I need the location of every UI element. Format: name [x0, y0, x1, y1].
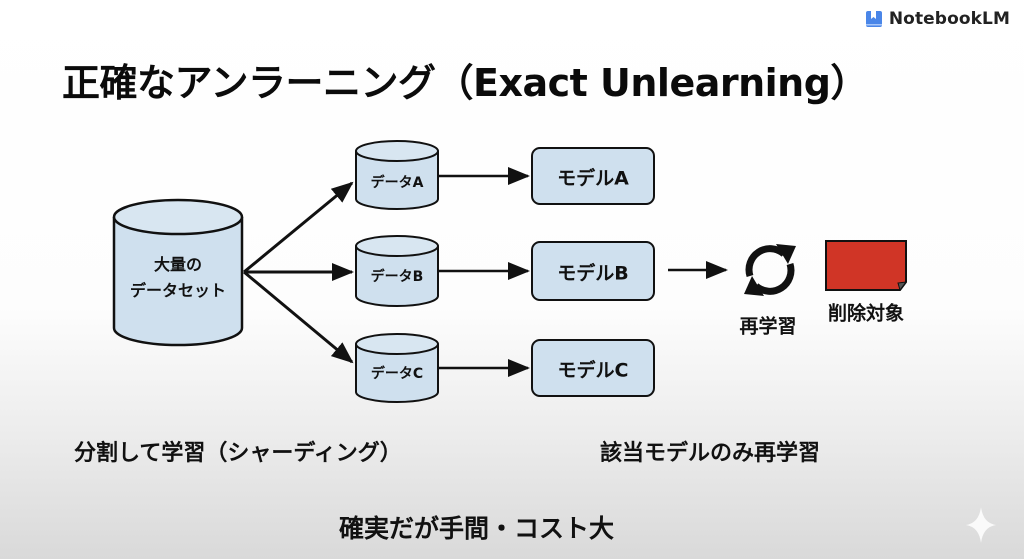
model-label-c: モデルC	[557, 359, 629, 382]
fanout-arrows	[243, 181, 354, 364]
caption-retrain-only: 該当モデルのみ再学習	[600, 441, 821, 466]
notebook-icon	[865, 11, 882, 27]
arrow-to-data-c	[243, 270, 354, 364]
retrain-label: 再学習	[739, 315, 797, 338]
slide-title: 正確なアンラーニング（Exact Unlearning）	[62, 61, 868, 105]
dataset-label-line1: 大量の	[153, 255, 203, 274]
dataset-cylinder	[112, 198, 244, 347]
red-document-icon	[825, 240, 908, 292]
caption-conclusion: 確実だが手間・コスト大	[339, 514, 615, 543]
refresh-icon	[744, 244, 796, 296]
shard-cylinder-c	[355, 333, 439, 403]
caption-sharding: 分割して学習（シャーディング）	[74, 441, 402, 466]
model-box-c	[531, 339, 655, 397]
brand-logo: NotebookLM	[865, 9, 1010, 29]
dataset-label-line2: データセット	[129, 281, 227, 300]
model-box-a	[531, 147, 655, 205]
shard-label-c: データC	[370, 366, 424, 382]
arrow-to-data-a	[243, 181, 354, 274]
shard-label-b: データB	[370, 269, 424, 285]
model-label-a: モデルA	[557, 167, 629, 190]
shard-cylinder-a	[355, 140, 439, 210]
shard-cylinder-b	[355, 235, 439, 307]
model-label-b: モデルB	[557, 262, 629, 285]
deletion-target-label: 削除対象	[827, 302, 905, 325]
dataset-label: 大量の データセット	[130, 252, 226, 304]
shard-label-a: データA	[370, 175, 424, 191]
model-box-b	[531, 241, 655, 301]
brand-name: NotebookLM	[888, 9, 1010, 29]
sparkle-icon	[966, 507, 996, 543]
